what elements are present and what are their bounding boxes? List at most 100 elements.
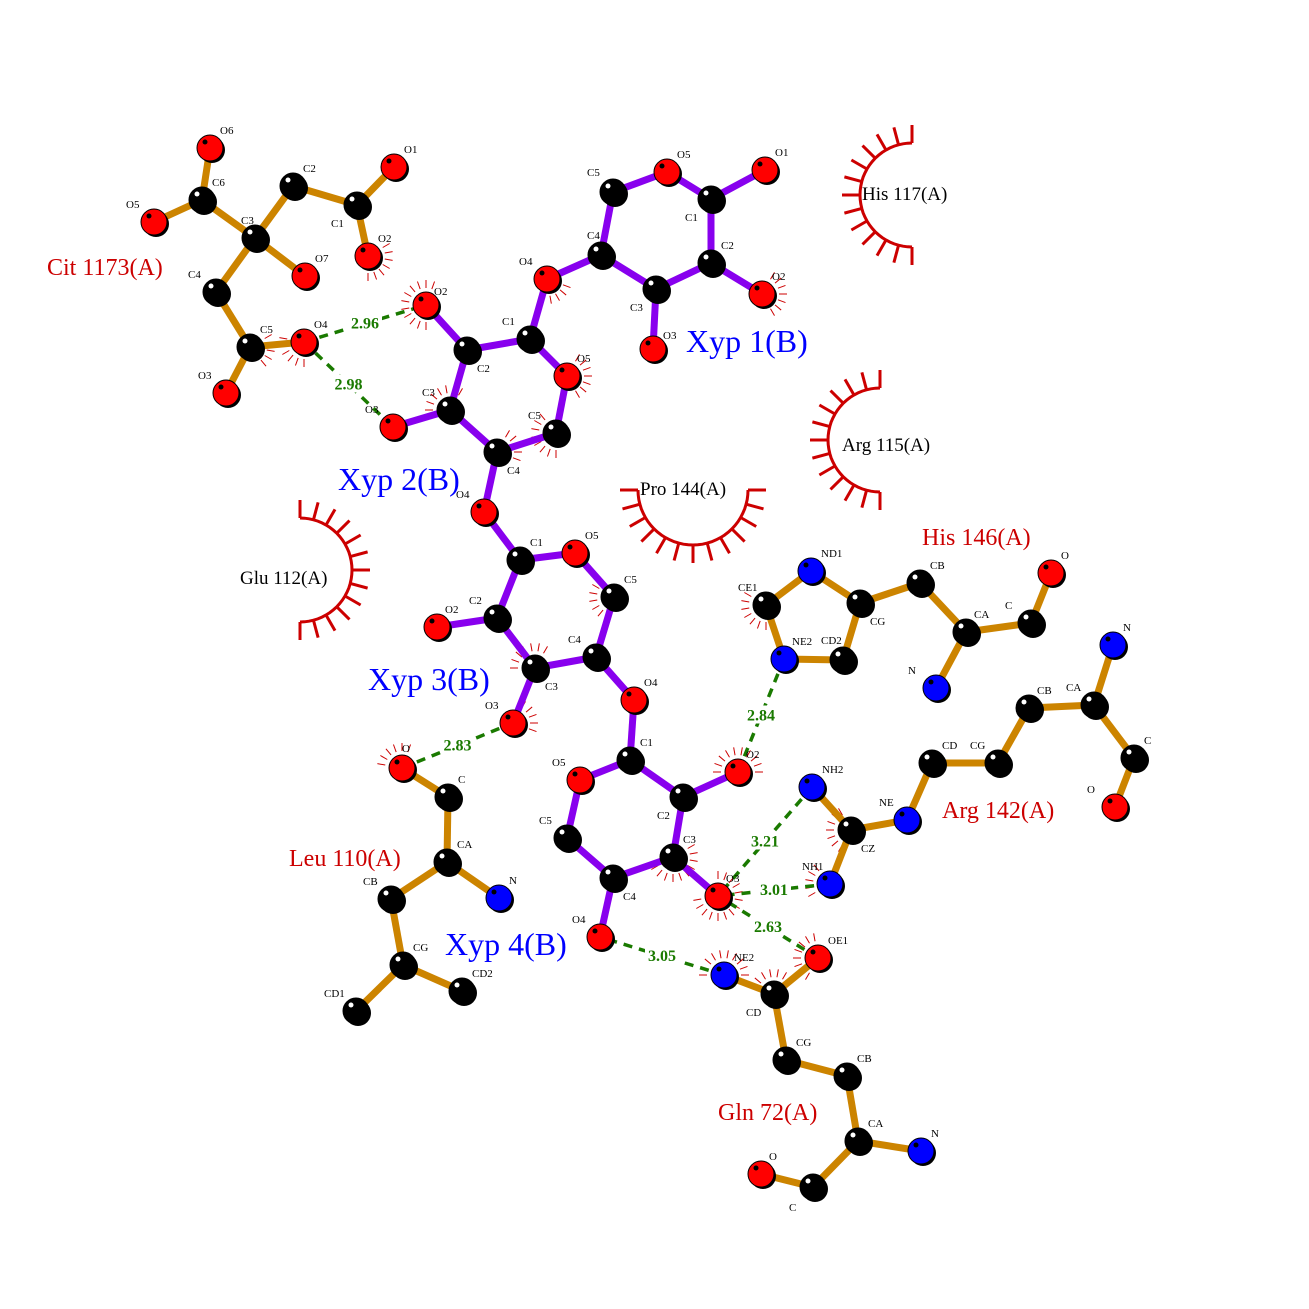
hbond-distance: 2.83 [444,738,472,755]
atom-label: O2 [772,271,785,283]
atom-label: N [1123,622,1131,634]
atom-label: CG [870,616,885,628]
atom-c5 [599,178,628,207]
atom-sphere [553,362,581,390]
hydrophobic-label-arg115: Arg 115(A) [842,435,930,456]
atom-sphere [710,961,738,989]
atom-label: O6 [220,125,234,137]
atom-sphere [907,1137,935,1165]
hydrophobic-label-pro144: Pro 144(A) [640,479,726,500]
atom-sphere [799,1173,827,1201]
atom-c6 [188,186,217,215]
contact-lash-icon [713,747,763,773]
atom-o2 [412,291,441,320]
atom-label: N [908,665,916,677]
atom-sphere [483,438,511,466]
atom-label: C1 [640,737,653,749]
atom-sphere [380,153,408,181]
atom-sphere [1080,691,1108,719]
atom-nd1 [797,557,826,586]
atom-o [1101,793,1130,822]
atom-sphere [506,546,534,574]
atom-label: CB [363,876,378,888]
atom-sphere [1120,744,1148,772]
atom-label: CD1 [324,988,345,1000]
atom-c5 [236,333,265,362]
atom-c1 [506,546,535,575]
hydrophobic-arc-icon [810,370,882,510]
atom-sphere [379,413,407,441]
hbond-line [302,340,395,429]
atom-label: CD [746,1007,761,1019]
atom-sphere [1101,793,1129,821]
atoms [140,134,1149,1202]
atom-label: CA [1066,682,1081,694]
atom-o5 [561,539,590,568]
atom-label: ND1 [821,548,842,560]
atom-sphere [485,884,513,912]
atom-label: C5 [587,167,600,179]
atom-label: NE2 [734,952,754,964]
atom-o2 [354,242,383,271]
contact-lash-icon [741,592,767,630]
atom-label: C [789,1202,796,1214]
atom-sphere [188,186,216,214]
atom-c3 [241,224,270,253]
atom-c5 [553,824,582,853]
atom-o [388,754,417,783]
atom-o3 [212,379,241,408]
atom-c5 [600,583,629,612]
atom-cb [377,885,406,914]
atom-label: C4 [188,269,201,281]
atom-o3 [379,413,408,442]
atom-label: O7 [315,253,329,265]
atom-cb [906,569,935,598]
ligand-label-xyp2: Xyp 2(B) [338,461,460,497]
atom-c4 [202,278,231,307]
atom-label: C4 [568,634,581,646]
atom-c5 [542,419,571,448]
atom-n [922,674,951,703]
atom-ca [433,848,462,877]
atom-sphere [433,848,461,876]
atom-label: C3 [683,834,696,846]
atom-sphere [653,158,681,186]
atom-sphere [846,589,874,617]
atom-label: C5 [539,815,552,827]
atom-cd [918,749,947,778]
atom-cg [846,589,875,618]
atom-label: O2 [445,604,458,616]
atom-sphere [388,754,416,782]
atom-sphere [343,191,371,219]
atom-c3 [642,275,671,304]
atom-sphere [1099,631,1127,659]
atom-sphere [984,749,1012,777]
atom-label: N [509,875,517,887]
atom-sphere [922,674,950,702]
atom-o3 [639,335,668,364]
atom-c1 [516,325,545,354]
hydrophobic-label-his117: His 117(A) [862,184,947,205]
atom-cg [984,749,1013,778]
atom-label: C4 [587,230,600,242]
atom-ca [952,618,981,647]
atom-sphere [893,806,921,834]
atom-c [1017,609,1046,638]
atom-label: O3 [365,404,379,416]
atom-o6 [196,134,225,163]
atom-cg [389,951,418,980]
atom-cb [833,1062,862,1091]
hbond-distance: 2.63 [754,919,782,936]
atom-sphere [724,758,752,786]
atom-c4 [483,438,512,467]
atom-o4 [620,686,649,715]
atom-sphere [212,379,240,407]
atom-label: C1 [331,218,344,230]
atom-n [485,884,514,913]
atom-label: C1 [685,212,698,224]
ligand-label-xyp4: Xyp 4(B) [445,926,567,962]
atom-sphere [291,262,319,290]
atom-cg [772,1046,801,1075]
atom-sphere [453,336,481,364]
